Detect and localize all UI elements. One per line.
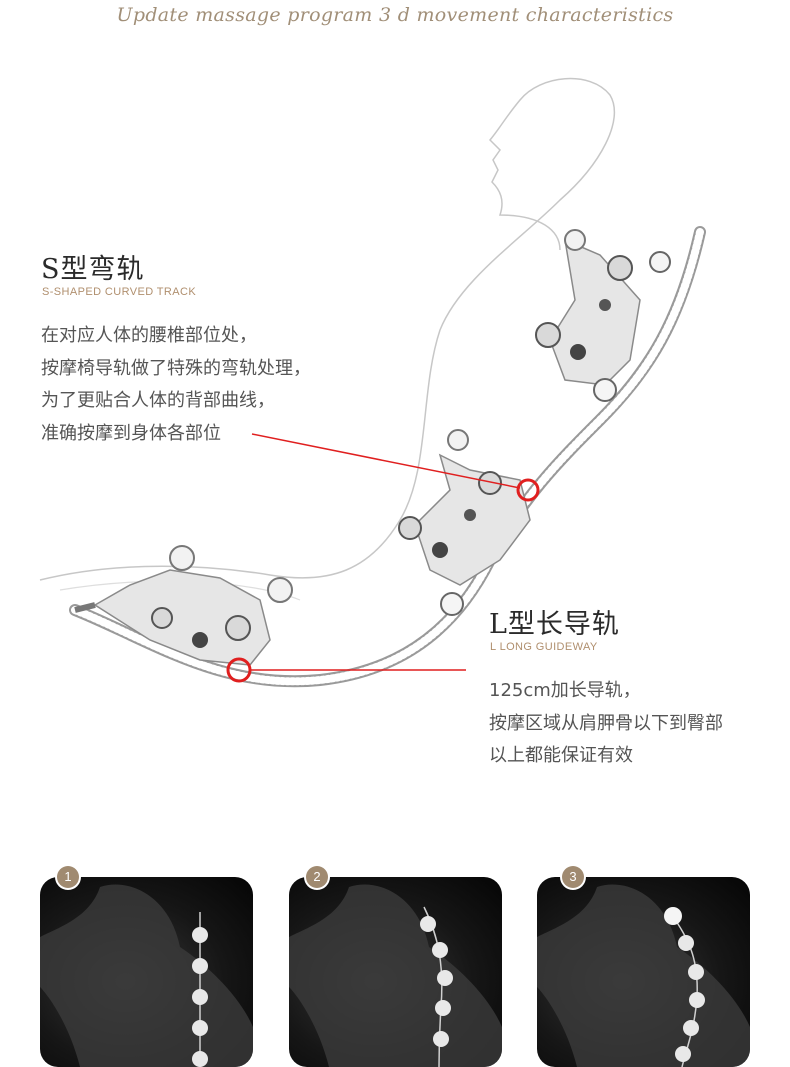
- s-track-title: S型弯轨: [41, 254, 145, 285]
- step-badge: 2: [306, 866, 328, 888]
- s-track-subtitle: S-SHAPED CURVED TRACK: [42, 286, 197, 298]
- step-badge: 3: [562, 866, 584, 888]
- l-track-line: 按摩区域从肩胛骨以下到臀部: [489, 712, 723, 734]
- step-badge: 1: [57, 866, 79, 888]
- body-silhouette: [39, 77, 616, 581]
- s-track-description: 在对应人体的腰椎部位处， 按摩椅导轨做了特殊的弯轨处理， 为了更贴合人体的背部曲…: [41, 320, 311, 450]
- l-track-subtitle: L LONG GUIDEWAY: [490, 641, 598, 653]
- l-track-marker: [226, 657, 252, 683]
- step-panel-2: [289, 877, 502, 1067]
- l-track-line: 125cm加长导轨，: [489, 680, 641, 701]
- step-panel-1: [40, 877, 253, 1067]
- spine-illustration: [40, 884, 253, 1067]
- roller-mechanism-top: [535, 229, 671, 402]
- step-panel-3: [537, 877, 750, 1067]
- s-track-pointer-line: [251, 433, 521, 489]
- l-track-title: L型长导轨: [489, 609, 620, 640]
- massage-track-illustration: [39, 77, 706, 688]
- l-track-line: 以上都能保证有效: [489, 745, 633, 766]
- s-track-line: 在对应人体的腰椎部位处，: [41, 325, 257, 346]
- l-track-description: 125cm加长导轨， 按摩区域从肩胛骨以下到臀部 以上都能保证有效: [489, 675, 723, 773]
- s-track-line: 为了更贴合人体的背部曲线，: [41, 390, 275, 411]
- s-track-marker: [516, 478, 540, 502]
- page-title: Update massage program 3 d movement char…: [116, 4, 674, 26]
- roller-mechanism-middle: [398, 429, 531, 616]
- spine-illustration: [289, 884, 502, 1067]
- spine-illustration: [537, 884, 750, 1067]
- s-track-line: 按摩椅导轨做了特殊的弯轨处理，: [41, 357, 311, 379]
- roller-mechanism-bottom: [74, 545, 293, 666]
- s-track-line: 准确按摩到身体各部位: [41, 422, 221, 444]
